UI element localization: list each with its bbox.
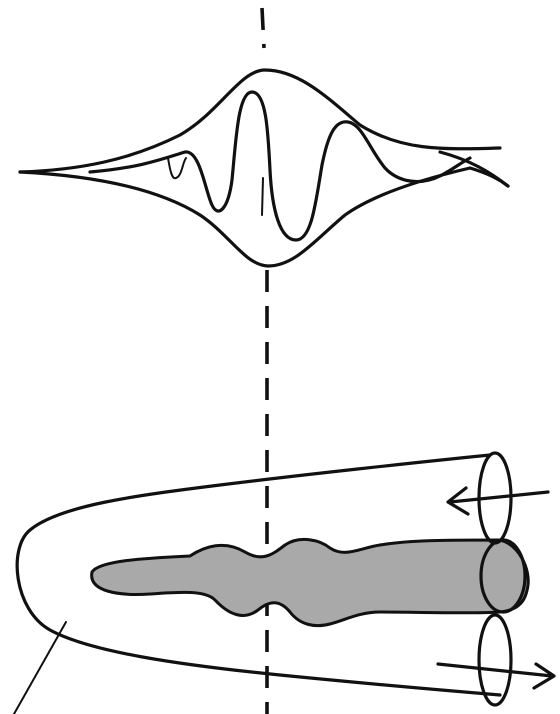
flow-arrow-bottom-shaft	[438, 664, 552, 676]
wave-packet-figure	[20, 70, 508, 266]
wave-tick-left	[168, 158, 186, 178]
vortex-tube-figure	[14, 453, 554, 714]
flow-arrow-bottom	[438, 664, 554, 688]
envelope-lower	[20, 168, 508, 266]
pointer-line	[14, 622, 66, 714]
centerline-top	[262, 8, 264, 48]
envelope-upper	[20, 70, 500, 172]
wave-carrier	[90, 92, 470, 240]
flow-arrow-top	[448, 488, 548, 514]
core	[92, 539, 529, 625]
rotation-ring-bottom	[479, 615, 511, 705]
wave-tick-center	[262, 178, 263, 215]
flow-arrow-top-shaft	[450, 492, 548, 502]
